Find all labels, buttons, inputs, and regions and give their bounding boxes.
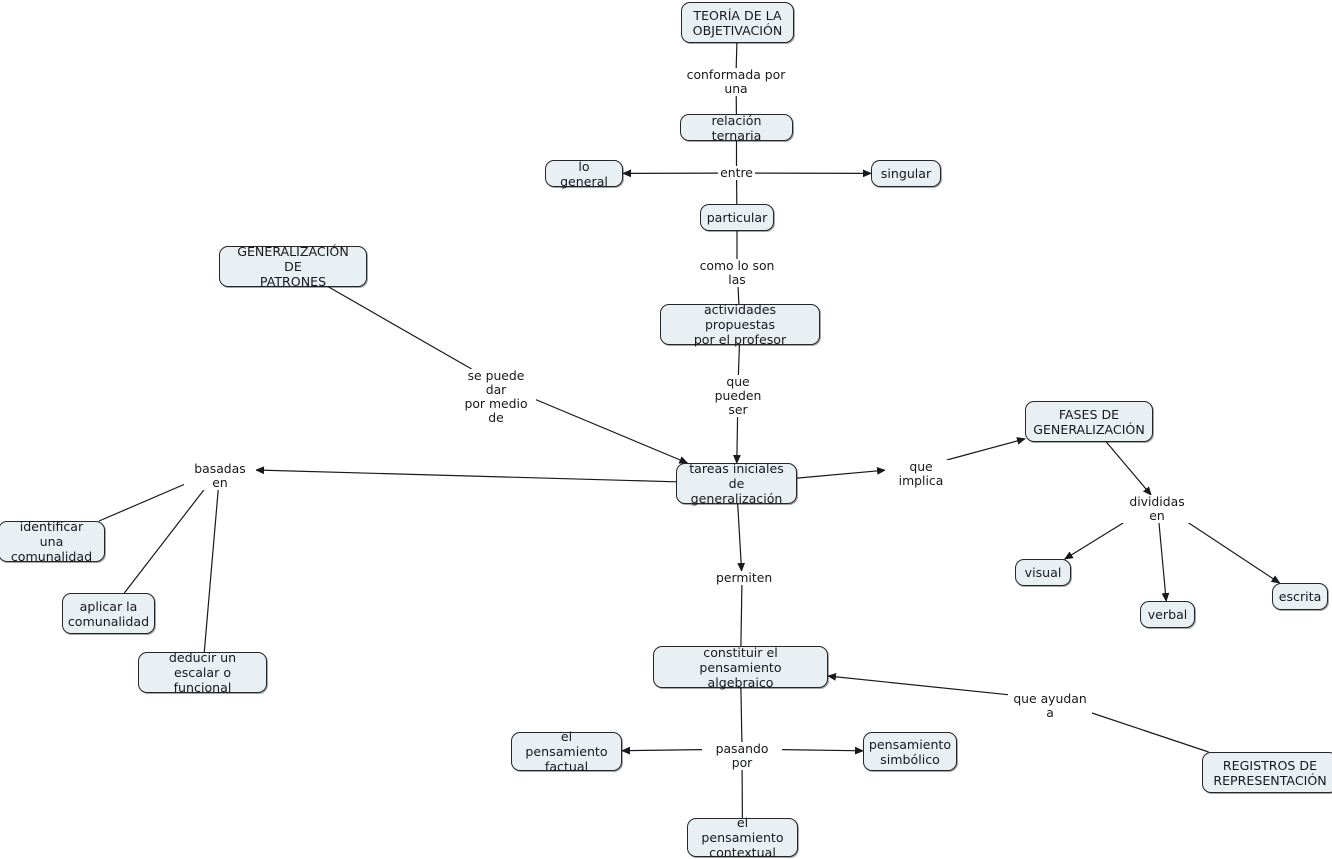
edge-tareas-que-implica (796, 467, 886, 479)
edge-se-puede-tareas (529, 396, 689, 464)
concept-node-lo-general[interactable]: lo general (545, 159, 623, 189)
concept-node-aplicar[interactable]: aplicar la comunalidad (62, 593, 155, 634)
link-label-permiten[interactable]: permiten (714, 570, 773, 585)
edge-tareas-permiten (737, 503, 746, 572)
concept-node-relacion[interactable]: relación ternaria (680, 113, 793, 143)
edge-pasando-factual (621, 746, 703, 755)
concept-node-particular[interactable]: particular (700, 204, 774, 231)
concept-node-verbal[interactable]: verbal (1140, 601, 1195, 628)
edge-basadas-aplicar (123, 475, 216, 594)
edge-patrones-se-puede (328, 286, 472, 370)
concept-node-deducir[interactable]: deducir un escalar o funcional (138, 650, 267, 695)
concept-node-constituir[interactable]: constituir el pensamiento algebraico (653, 645, 828, 690)
concept-node-teoria[interactable]: TEORÍA DE LA OBJETIVACIÓN (681, 2, 794, 43)
edge-actividades-que-pueden (737, 344, 740, 376)
edge-tareas-basadas (255, 466, 677, 483)
concept-node-escrita[interactable]: escrita (1272, 583, 1328, 610)
edge-basadas-deducir (203, 475, 220, 653)
link-label-que-pueden[interactable]: que pueden ser (702, 375, 774, 417)
link-label-basadas-en[interactable]: basadas en (184, 462, 256, 490)
edge-constituir-pasando (740, 687, 743, 743)
link-label-divididas-en[interactable]: divididas en (1119, 495, 1195, 523)
concept-node-factual[interactable]: el pensamiento factual (511, 729, 622, 774)
edge-fases-divididas (1105, 441, 1152, 496)
concept-node-visual[interactable]: visual (1015, 559, 1071, 586)
concept-node-actividades[interactable]: actividades propuestas por el profesor (660, 302, 820, 347)
link-label-que-ayudan-a[interactable]: que ayudan a (1008, 692, 1092, 720)
concept-node-generalizacion-patrones[interactable]: GENERALIZACIÓN DE PATRONES (219, 244, 367, 289)
edge-teoria-conformada (735, 42, 738, 69)
link-label-entre[interactable]: entre (718, 166, 755, 180)
link-label-se-puede-dar[interactable]: se puede dar por medio de (456, 369, 536, 425)
concept-node-simbolico[interactable]: pensamiento simbólico (863, 732, 957, 771)
link-label-que-implica[interactable]: que implica (885, 460, 957, 488)
concept-node-fases[interactable]: FASES DE GENERALIZACIÓN (1025, 401, 1153, 442)
edge-pasando-simbolico (781, 746, 864, 755)
concept-node-singular[interactable]: singular (871, 160, 941, 187)
concept-node-contextual[interactable]: el pensamiento contextual (687, 815, 798, 859)
link-label-pasando-por[interactable]: pasando por (702, 742, 782, 770)
edge-que-ayudan-constituir (827, 672, 1009, 696)
concept-node-registros[interactable]: REGISTROS DE REPRESENTACIÓN (1202, 752, 1332, 793)
edge-que-implica-fases (946, 437, 1026, 461)
edge-permiten-constituir (740, 584, 743, 647)
link-label-conformada[interactable]: conformada por una (675, 68, 797, 96)
link-label-como-lo-son[interactable]: como lo son las (687, 259, 787, 287)
concept-node-tareas[interactable]: tareas iniciales de generalización (676, 461, 797, 506)
concept-node-identificar[interactable]: identificar una comunalidad (0, 519, 105, 564)
